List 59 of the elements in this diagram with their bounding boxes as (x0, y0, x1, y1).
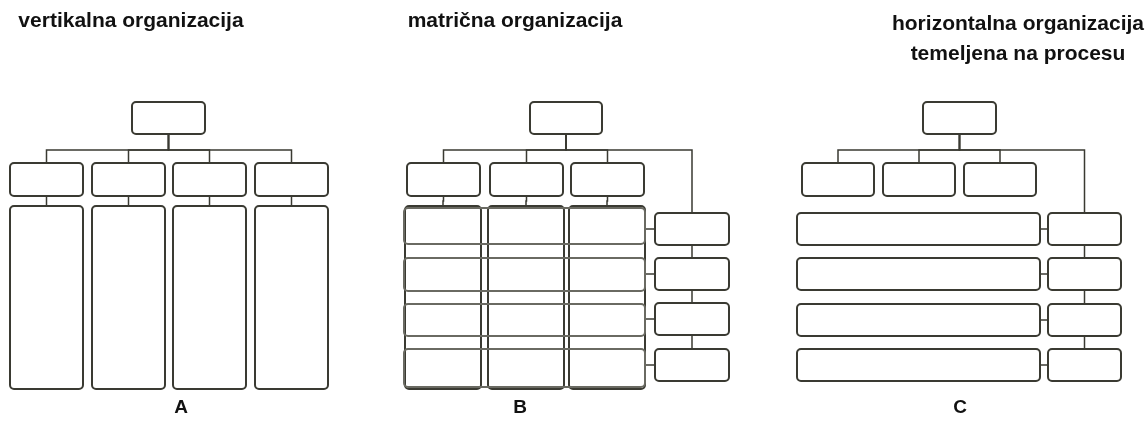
org-unit-box (131, 101, 206, 135)
org-unit-box (403, 207, 646, 245)
connector-line (691, 245, 693, 258)
connector-line (691, 290, 693, 303)
connector-line (565, 134, 693, 213)
org-unit-box (254, 162, 329, 197)
org-unit-box (403, 348, 646, 388)
connector-line (645, 364, 655, 366)
org-unit-box (654, 348, 730, 382)
org-unit-box (403, 303, 646, 337)
connector-line (958, 134, 1086, 213)
org-unit-box (1047, 257, 1122, 291)
connector-line (525, 196, 528, 206)
panel-letter: A (174, 396, 188, 418)
org-unit-box (801, 162, 875, 197)
connector-line (167, 134, 293, 163)
connector-line (1040, 319, 1048, 321)
org-unit-box (404, 205, 482, 390)
panel-heading: matrična organizacija (407, 8, 623, 32)
org-unit-box (922, 101, 997, 135)
connector-line (645, 318, 655, 320)
org-unit-box (9, 205, 84, 390)
org-unit-box (654, 212, 730, 246)
org-unit-box (529, 101, 603, 135)
connector-line (645, 228, 655, 230)
org-unit-box (1047, 348, 1122, 382)
connector-line (1040, 273, 1048, 275)
org-unit-box (1047, 212, 1122, 246)
org-unit-box (654, 257, 730, 291)
panel-heading: horizontalna organizacija temeljena na procesu (890, 10, 1145, 66)
org-unit-box (91, 162, 166, 197)
connector-line (606, 196, 609, 206)
org-unit-box (1047, 303, 1122, 337)
org-unit-box (91, 205, 166, 390)
panel-heading: vertikalna organizacija (18, 8, 244, 32)
org-unit-box (172, 205, 247, 390)
connector-line (442, 196, 445, 206)
panel-letter: B (513, 396, 527, 418)
connector-line (645, 273, 655, 275)
org-unit-box (796, 257, 1041, 291)
org-unit-box (796, 303, 1041, 337)
connector-line (1040, 228, 1048, 230)
org-unit-box (796, 212, 1041, 246)
org-unit-box (568, 205, 646, 390)
org-unit-box (9, 162, 84, 197)
org-unit-box (254, 205, 329, 390)
org-unit-box (796, 348, 1041, 382)
org-unit-box (882, 162, 956, 197)
panel-letter: C (953, 396, 967, 418)
org-unit-box (403, 257, 646, 292)
org-unit-box (489, 162, 564, 197)
org-unit-box (570, 162, 645, 197)
org-unit-box (654, 302, 730, 336)
connector-line (691, 335, 693, 349)
org-unit-box (963, 162, 1037, 197)
org-unit-box (487, 205, 565, 390)
org-unit-box (172, 162, 247, 197)
connector-line (1040, 364, 1048, 366)
org-unit-box (406, 162, 481, 197)
